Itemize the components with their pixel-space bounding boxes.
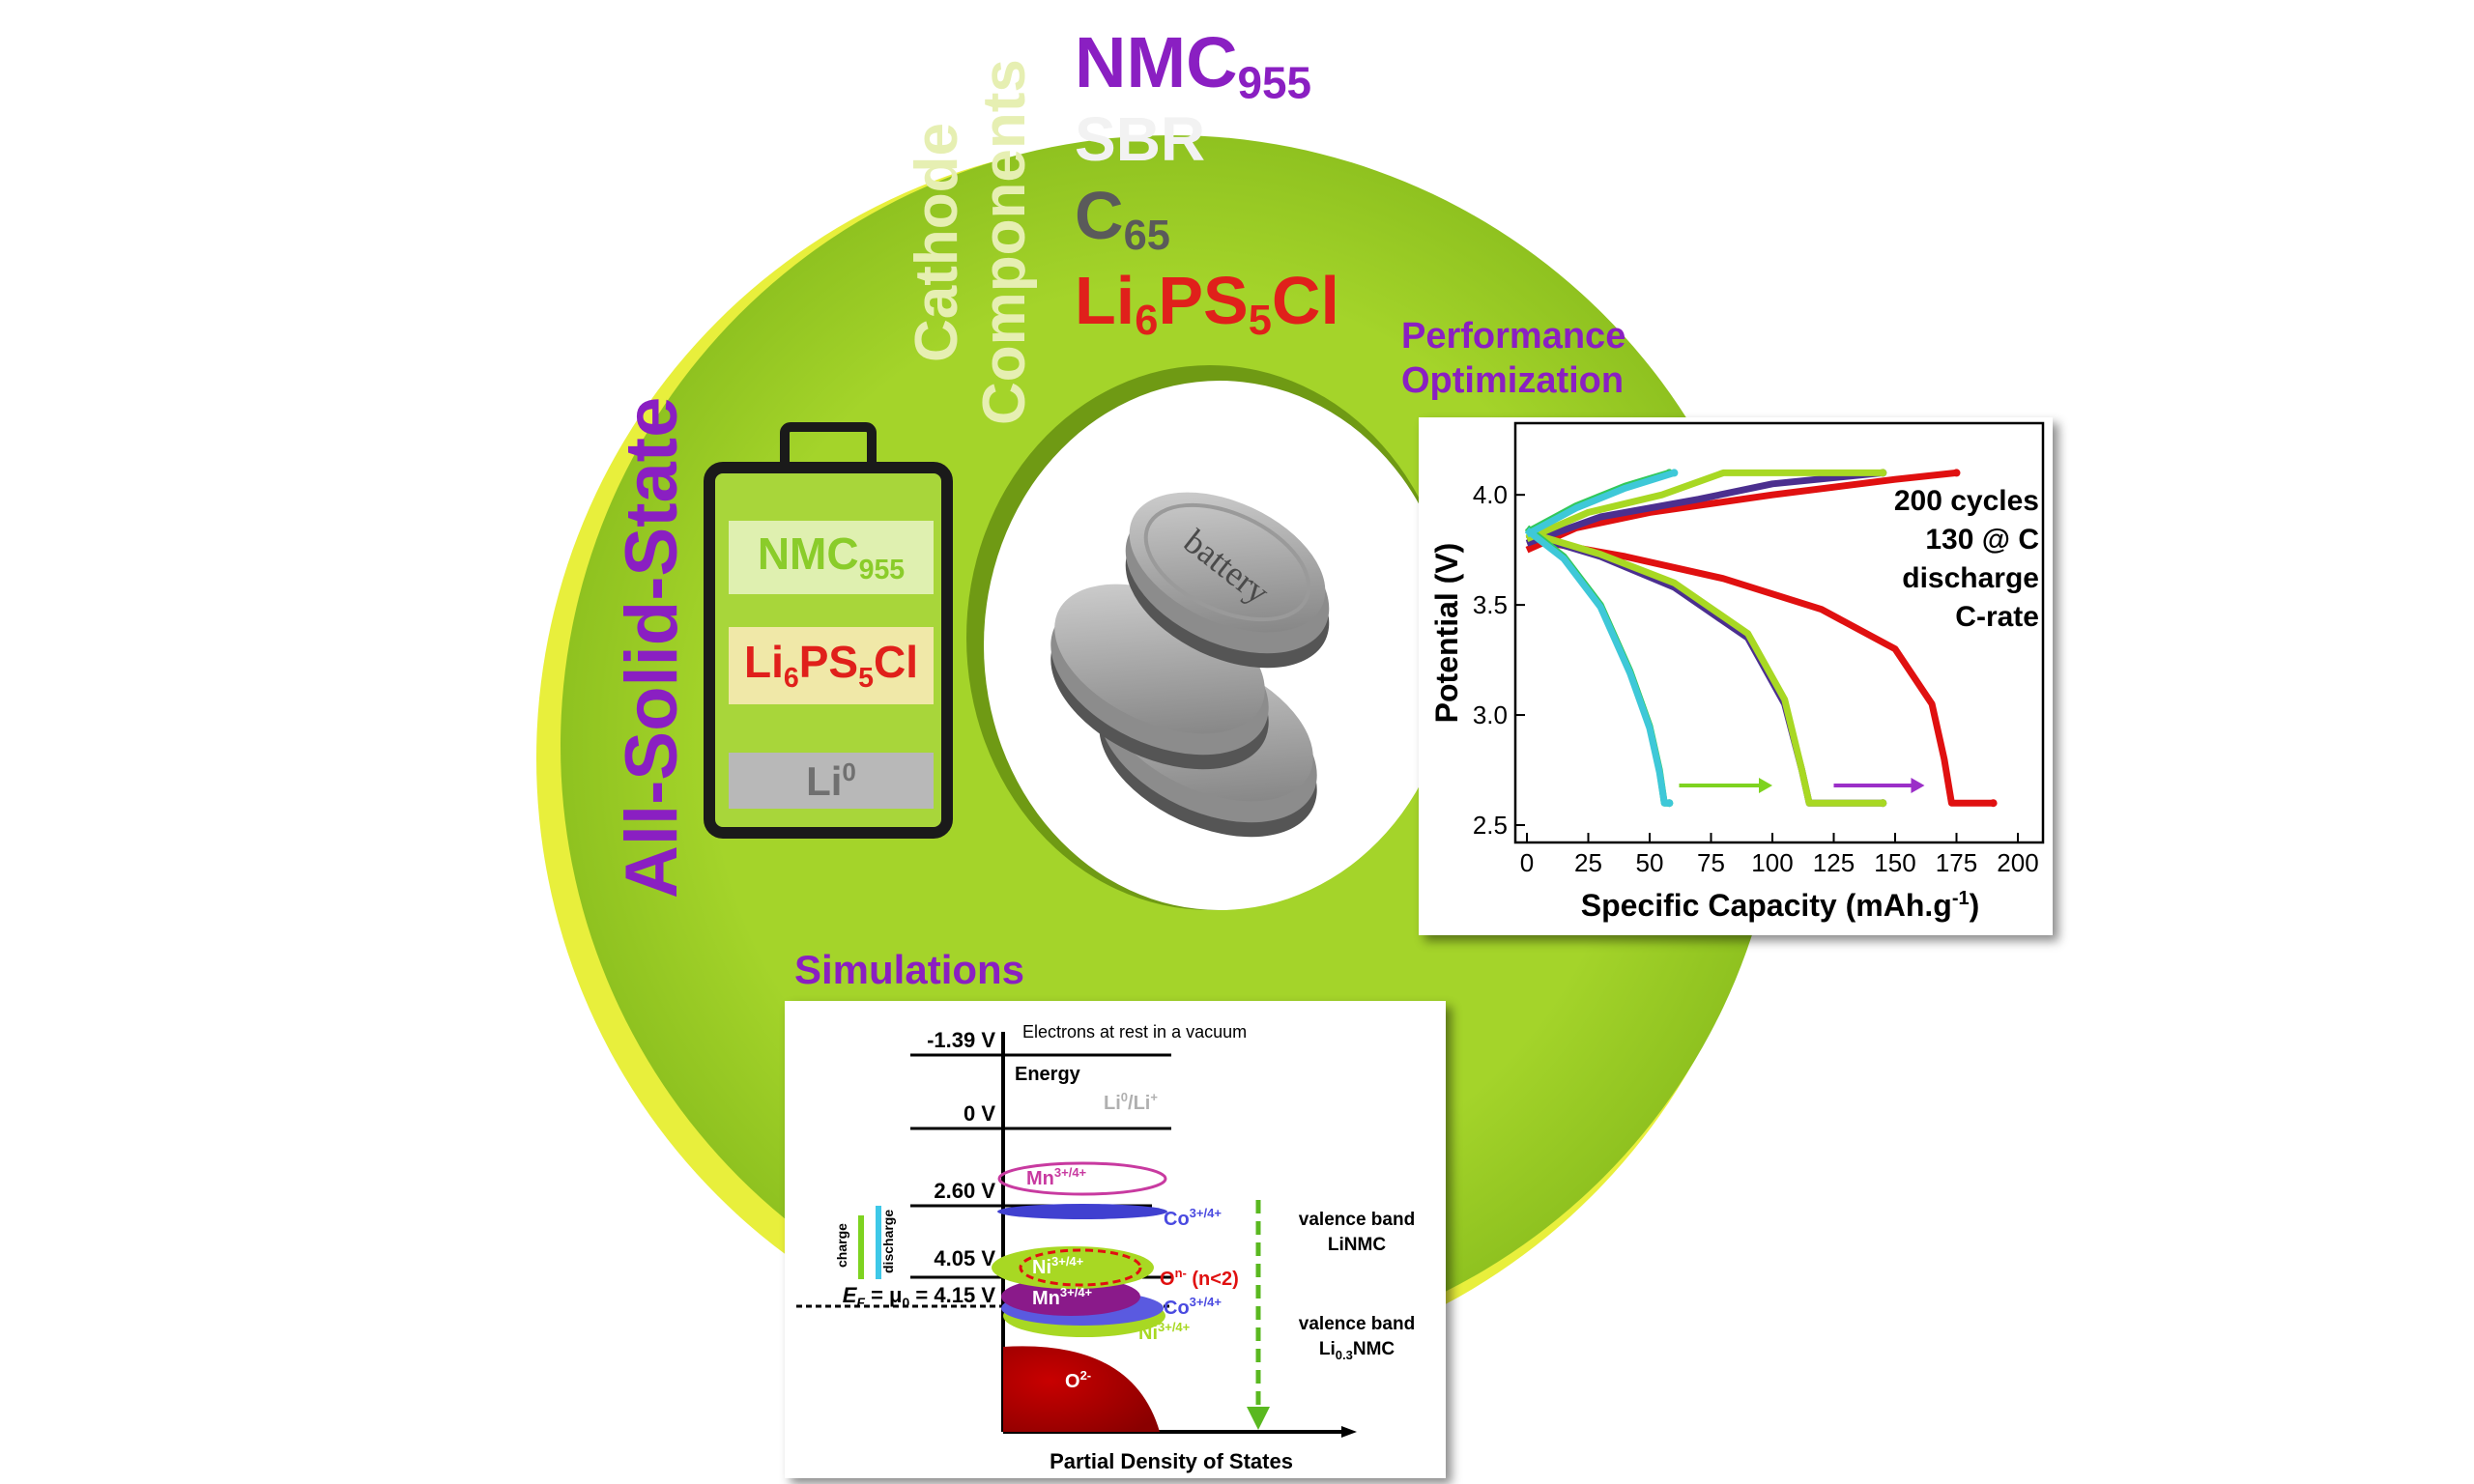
series-0-charge-end-point: [1952, 469, 1961, 477]
component-nmc: NMC955: [1075, 22, 1312, 108]
coin-cells-icon: battery: [1050, 492, 1330, 838]
level-labels: -1.39 V 0 V 2.60 V 4.05 V: [927, 1028, 995, 1270]
chart-ticks-group: 0 25 50 75 100 125 150 175 200 2.5 3.0 3.5 4.0: [1473, 480, 2039, 877]
battery-layer-nmc: NMC955: [729, 521, 934, 594]
series-0-discharge-line: [1526, 535, 1994, 807]
discharge-label: discharge: [880, 1210, 896, 1273]
chart-annotation-line: 130 @ C: [1925, 524, 2039, 556]
energy-label: Energy: [1015, 1064, 1081, 1085]
series-4-charge-line: [1525, 470, 1676, 538]
li-reference-label: Li0/Li+: [1104, 1090, 1158, 1114]
component-c65: C65: [1075, 178, 1170, 259]
co-top-label: Co3+/4+: [1164, 1206, 1222, 1230]
x-tick-label: 0: [1520, 848, 1534, 877]
performance-chart-panel: 0 25 50 75 100 125 150 175 200 2.5 3.0 3.5 4.0 Poten…: [1419, 417, 2053, 935]
battery-layers: NMC955 Li6PS5Cl Li0: [709, 468, 947, 833]
series-2-discharge-end-point: [1879, 799, 1887, 808]
o2-label: O2-: [1065, 1368, 1091, 1392]
x-tick-label: 50: [1636, 848, 1664, 877]
valence-label: LiNMC: [1328, 1235, 1386, 1255]
series-1-charge-line: [1525, 469, 1884, 547]
chart-annotation-line: C-rate: [1955, 601, 2039, 633]
o-n-label: On- (n<2): [1160, 1266, 1239, 1290]
ni-bottom-label: Ni3+/4+: [1138, 1320, 1191, 1344]
valence-labels: valence band LiNMC valence band Li0.3NMC: [1299, 1210, 1415, 1362]
x-tick-label: 200: [1997, 848, 2038, 877]
component-electrolyte: Li6PS5Cl: [1075, 263, 1339, 344]
component-sbr: SBR: [1075, 104, 1206, 174]
performance-label: Performance Optimization: [1401, 316, 1626, 401]
y-tick-label: 3.5: [1473, 590, 1508, 619]
x-tick-label: 175: [1936, 848, 1977, 877]
chart-ylabel: Potential (V): [1429, 543, 1464, 724]
chart-series-group: [1524, 469, 1998, 808]
series-4-discharge-end-point: [1665, 799, 1674, 808]
y-tick-label: 2.5: [1473, 811, 1508, 840]
battery-lithium-text: Li0: [806, 756, 856, 804]
series-2-charge-end-point: [1879, 469, 1887, 477]
x-tick-label: 150: [1874, 848, 1915, 877]
battery-nmc-text: NMC955: [757, 528, 906, 586]
chart-xlabel: Specific Capacity (mAh.g-1): [1581, 888, 1980, 923]
ni-top-label: Ni3+/4+: [1032, 1254, 1084, 1278]
chart-arrow-0-head: [1759, 777, 1772, 793]
o-n-band: [1019, 1248, 1142, 1287]
fermi-level-label: EF = μ0 = 4.15 V: [843, 1283, 996, 1310]
series-4-discharge-line: [1524, 527, 1670, 807]
x-tick-label: 25: [1574, 848, 1602, 877]
pdos-axis-label: Partial Density of States: [1050, 1449, 1293, 1473]
all-solid-state-label: All-Solid-State: [611, 397, 693, 899]
o2-band: [1003, 1346, 1160, 1432]
chart-arrow-1-head: [1911, 777, 1925, 793]
valence-label: valence band: [1299, 1210, 1415, 1230]
charge-label: charge: [834, 1223, 849, 1268]
chart-annotation-line: 200 cycles: [1894, 485, 2039, 517]
y-tick-label: 4.0: [1473, 480, 1508, 509]
energy-axis-arrowhead: [1341, 1426, 1357, 1438]
level-label: 2.60 V: [934, 1179, 995, 1203]
battery-layer-lithium: Li0: [729, 753, 934, 809]
co-bottom-label: Co3+/4+: [1164, 1295, 1222, 1319]
level-label: -1.39 V: [927, 1028, 995, 1052]
valence-label: valence band: [1299, 1314, 1415, 1334]
chart-arrows-group: [1679, 777, 1925, 793]
valence-arrow-head: [1247, 1407, 1270, 1430]
mn-top-band: [997, 1161, 1167, 1196]
level-label: 0 V: [964, 1101, 995, 1126]
simulations-label: Simulations: [794, 947, 1025, 992]
x-tick-label: 125: [1813, 848, 1855, 877]
performance-chart: 0 25 50 75 100 125 150 175 200 2.5 3.0 3.5 4.0 Poten…: [1429, 421, 2045, 923]
y-tick-label: 3.0: [1473, 700, 1508, 729]
valence-label-li03: Li0.3NMC: [1319, 1339, 1395, 1362]
cathode-label: Cathode: [904, 123, 970, 362]
co-top-band: [997, 1204, 1167, 1219]
energy-diagram: -1.39 V 0 V 2.60 V 4.05 V EF = μ0 = 4.15…: [796, 1022, 1415, 1473]
series-4-charge-end-point: [1670, 469, 1679, 477]
x-tick-label: 100: [1751, 848, 1793, 877]
vacuum-note: Electrons at rest in a vacuum: [1022, 1022, 1247, 1042]
discharge-bar: [876, 1206, 881, 1279]
series-0-discharge-end-point: [1989, 799, 1998, 808]
x-tick-label: 75: [1697, 848, 1725, 877]
battery-electrolyte-text: Li6PS5Cl: [744, 637, 918, 695]
chart-frame: [1513, 421, 2045, 844]
mn-bottom-label: Mn3+/4+: [1032, 1285, 1093, 1309]
chart-annotation: 200 cycles 130 @ C discharge C-rate: [1894, 485, 2039, 633]
series-2-charge-line: [1525, 469, 1884, 543]
battery-layer-electrolyte: Li6PS5Cl: [729, 627, 934, 704]
level-label: 4.05 V: [934, 1246, 995, 1270]
series-2-discharge-line: [1525, 528, 1884, 807]
charge-bar: [858, 1215, 864, 1279]
components-label: Components: [971, 59, 1038, 425]
chart-annotation-line: discharge: [1902, 562, 2039, 594]
mn-top-label: Mn3+/4+: [1026, 1165, 1087, 1189]
energy-diagram-panel: -1.39 V 0 V 2.60 V 4.05 V EF = μ0 = 4.15…: [785, 1001, 1446, 1478]
